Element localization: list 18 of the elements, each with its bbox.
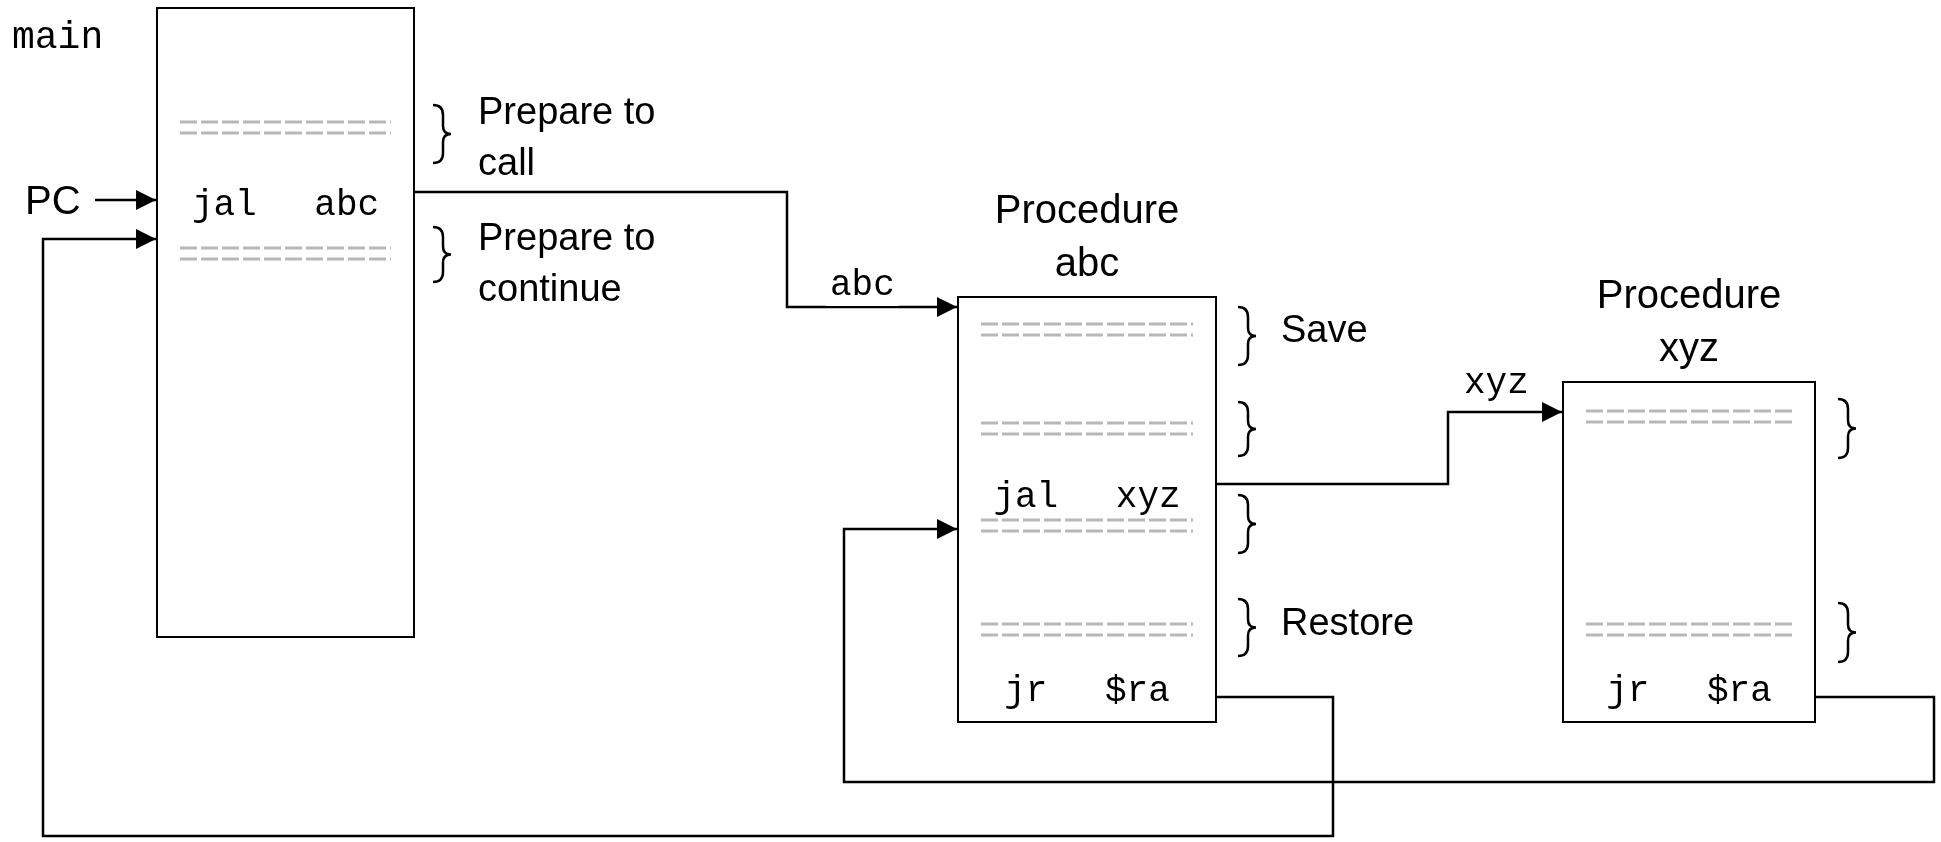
code-line: jal abc (190, 184, 381, 228)
section-note: Prepare to call (478, 89, 657, 185)
arrow (1217, 402, 1562, 486)
arrow (415, 190, 957, 317)
section-note: Restore (1281, 600, 1416, 645)
code-line: jal xyz (992, 476, 1182, 520)
procedure-title: Procedure abc (993, 186, 1181, 286)
procedure-name: main (12, 15, 105, 61)
arrow (41, 229, 1335, 838)
code-line: jr $ra (1003, 670, 1171, 714)
arrow (842, 519, 1936, 784)
edge-label: abc (826, 266, 899, 306)
code-line: jr $ra (1605, 670, 1773, 714)
procedure-title: Procedure xyz (1595, 271, 1783, 371)
arrow (95, 190, 156, 210)
register-name: PC (25, 178, 82, 222)
section-note: Save (1281, 307, 1369, 352)
section-note: Prepare to continue (478, 215, 657, 311)
